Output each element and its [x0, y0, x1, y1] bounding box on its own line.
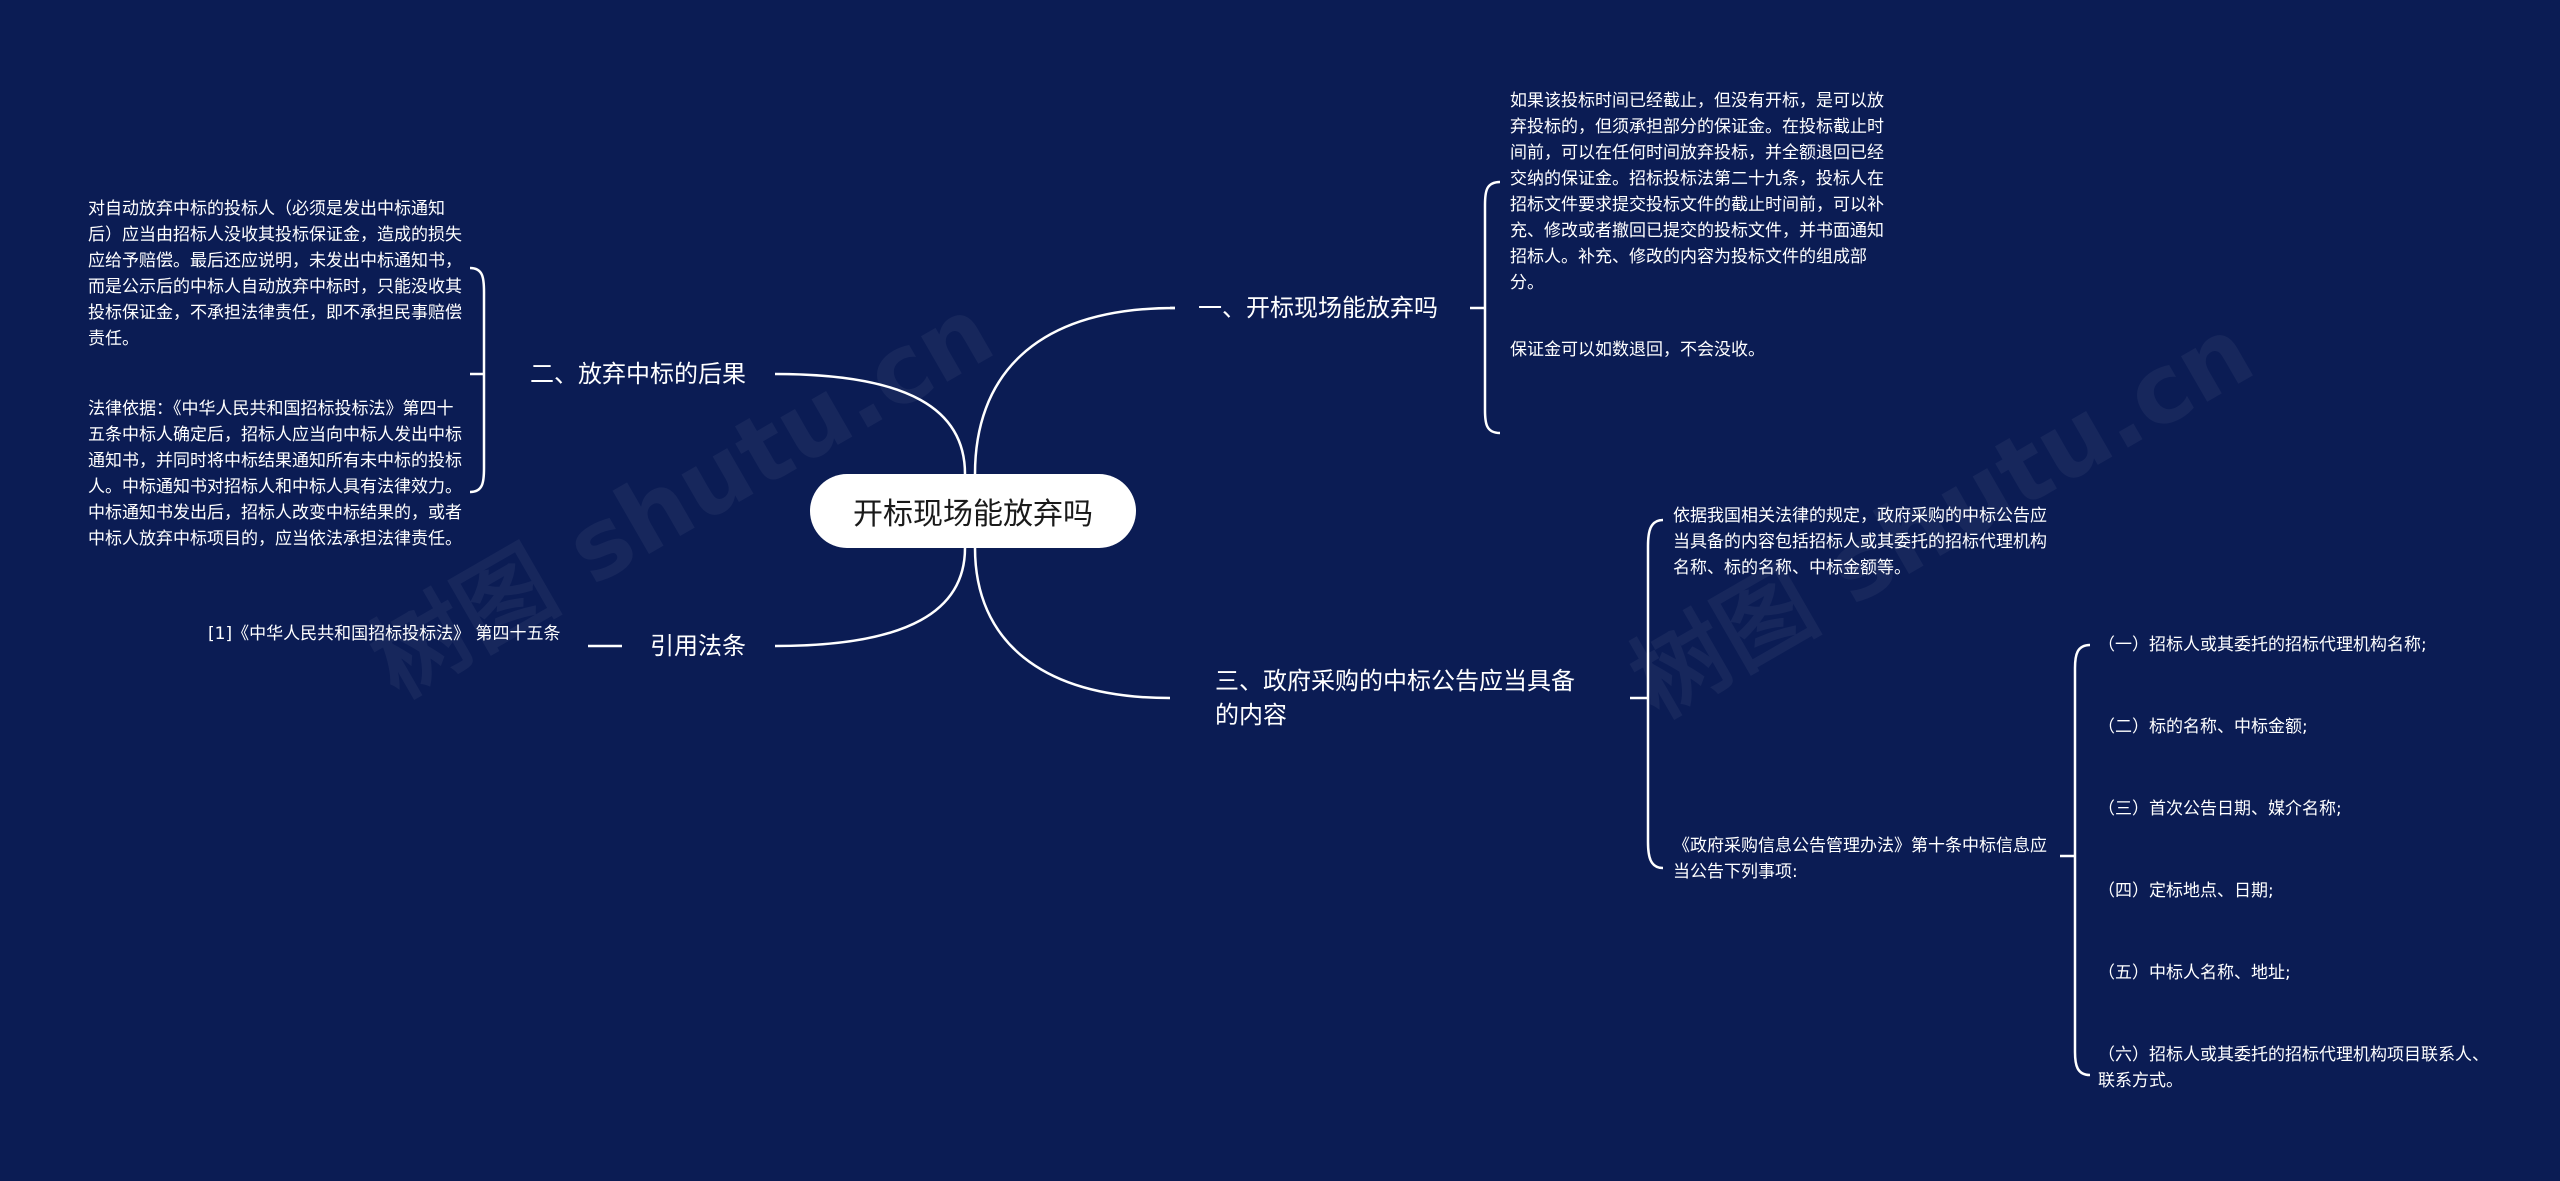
b1-leaf-2: 保证金可以如数退回，不会没收。	[1510, 340, 1765, 360]
b2-leaf-2: 法律依据：《中华人民共和国招标投标法》第四十五条中标人确定后，招标人应当向中标人…	[88, 399, 462, 549]
link-root-b3	[973, 547, 1171, 700]
branch-2-label[interactable]: 二、放弃中标的后果	[530, 360, 746, 388]
root-node[interactable]: 开标现场能放弃吗	[810, 474, 1136, 548]
b1-leaf-1: 如果该投标时间已经截止，但没有开标，是可以放弃投标的，但须承担部分的保证金。在投…	[1510, 91, 1884, 293]
b3-leaf-1: 依据我国相关法律的规定，政府采购的中标公告应当具备的内容包括招标人或其委托的招标…	[1673, 506, 2047, 578]
branch-1-label[interactable]: 一、开标现场能放弃吗	[1198, 294, 1438, 322]
sub-item-4: （四）定标地点、日期;	[2098, 881, 2274, 901]
sub-item-3: （三）首次公告日期、媒介名称;	[2098, 799, 2342, 819]
b2-leaf-1: 对自动放弃中标的投标人（必须是发出中标通知后）应当由招标人没收其投标保证金，造成…	[88, 199, 462, 349]
b3-leaf-2: 《政府采购信息公告管理办法》第十条中标信息应当公告下列事项:	[1673, 836, 2047, 882]
branch-4-label[interactable]: 引用法条	[650, 632, 746, 660]
sub-item-1: （一）招标人或其委托的招标代理机构名称;	[2098, 635, 2427, 655]
link-root-b1	[973, 306, 1176, 475]
sub-bracket	[2073, 643, 2091, 1077]
sub-item-5: （五）中标人名称、地址;	[2098, 963, 2291, 983]
root-label: 开标现场能放弃吗	[853, 497, 1093, 532]
b4-leaf-1: [1]《中华人民共和国招标投标法》 第四十五条	[208, 624, 561, 644]
link-root-b4	[774, 547, 967, 648]
b1-bracket	[1483, 180, 1501, 435]
sub-item-6: （六）招标人或其委托的招标代理机构项目联系人、联系方式。	[2098, 1045, 2489, 1091]
b3-bracket	[1646, 518, 1664, 870]
sub-item-2: （二）标的名称、中标金额;	[2098, 717, 2308, 737]
branch-3-label[interactable]: 三、政府采购的中标公告应当具备的内容	[1215, 667, 1575, 729]
b2-bracket	[469, 266, 486, 494]
link-root-b2	[774, 372, 967, 475]
